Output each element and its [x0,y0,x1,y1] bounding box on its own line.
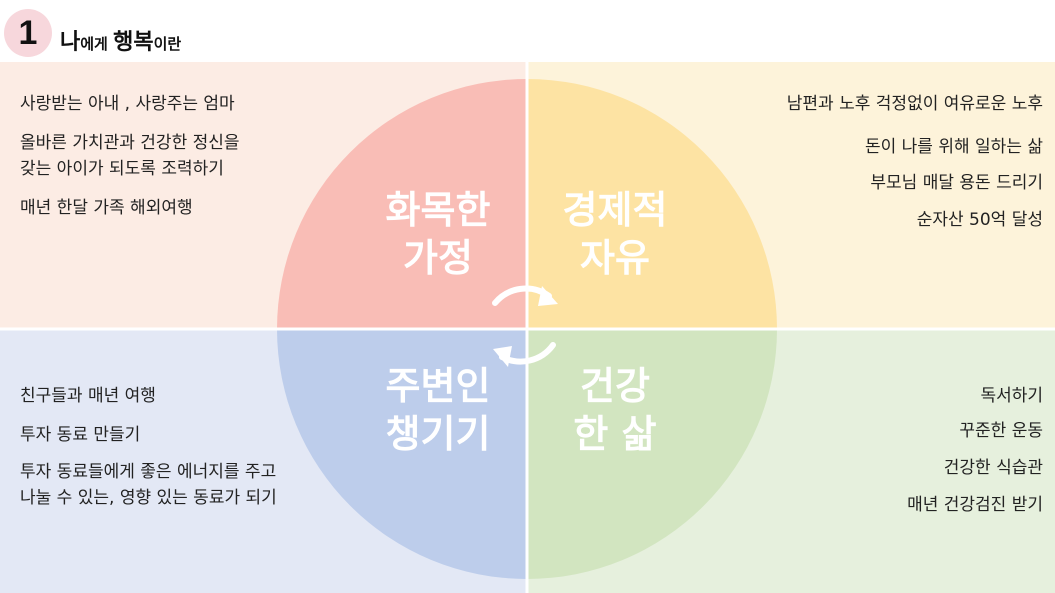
title-part-4: 이란 [153,35,182,53]
label-finance: 경제적 자유 [562,188,668,280]
health-item: 독서하기 [980,386,1043,406]
health-item: 매년 건강검진 받기 [907,495,1043,515]
wedge-finance [527,79,777,329]
cycle-arrows-icon [492,285,558,367]
people-item: 친구들과 매년 여행 [20,386,156,406]
family-item: 갖는 아이가 되도록 조력하기 [20,159,224,179]
title-part-1: 나 [60,30,81,55]
label-people: 주변인 챙기기 [385,364,491,456]
family-item: 올바른 가치관과 건강한 정신을 [20,133,240,153]
family-item: 매년 한달 가족 해외여행 [20,198,193,218]
family-item: 사랑받는 아내 , 사랑주는 엄마 [20,94,235,114]
title-part-3: 행복 [113,30,154,55]
people-item: 투자 동료들에게 좋은 에너지를 주고 [20,462,277,482]
finance-item: 남편과 노후 걱정없이 여유로운 노후 [786,94,1043,114]
title-part-2: 에게 [80,35,114,53]
wedge-people [277,329,527,579]
people-item: 투자 동료 만들기 [20,425,141,445]
page-title: 나에게 행복이란 [60,24,181,56]
health-item: 꾸준한 운동 [959,421,1043,441]
finance-item: 순자산 50억 달성 [916,210,1043,230]
header: 1 나에게 행복이란 [0,0,1055,62]
section-number-badge: 1 [4,9,52,57]
people-item: 나눌 수 있는, 영향 있는 동료가 되기 [20,488,277,508]
label-family: 화목한 가정 [385,188,491,280]
finance-item: 부모님 매달 용돈 드리기 [870,173,1043,193]
wedge-family [277,79,527,329]
health-item: 건강한 식습관 [943,458,1043,478]
label-health: 건강 한 삶 [573,364,657,456]
finance-item: 돈이 나를 위해 일하는 삶 [864,137,1043,157]
wedge-health [527,329,777,579]
